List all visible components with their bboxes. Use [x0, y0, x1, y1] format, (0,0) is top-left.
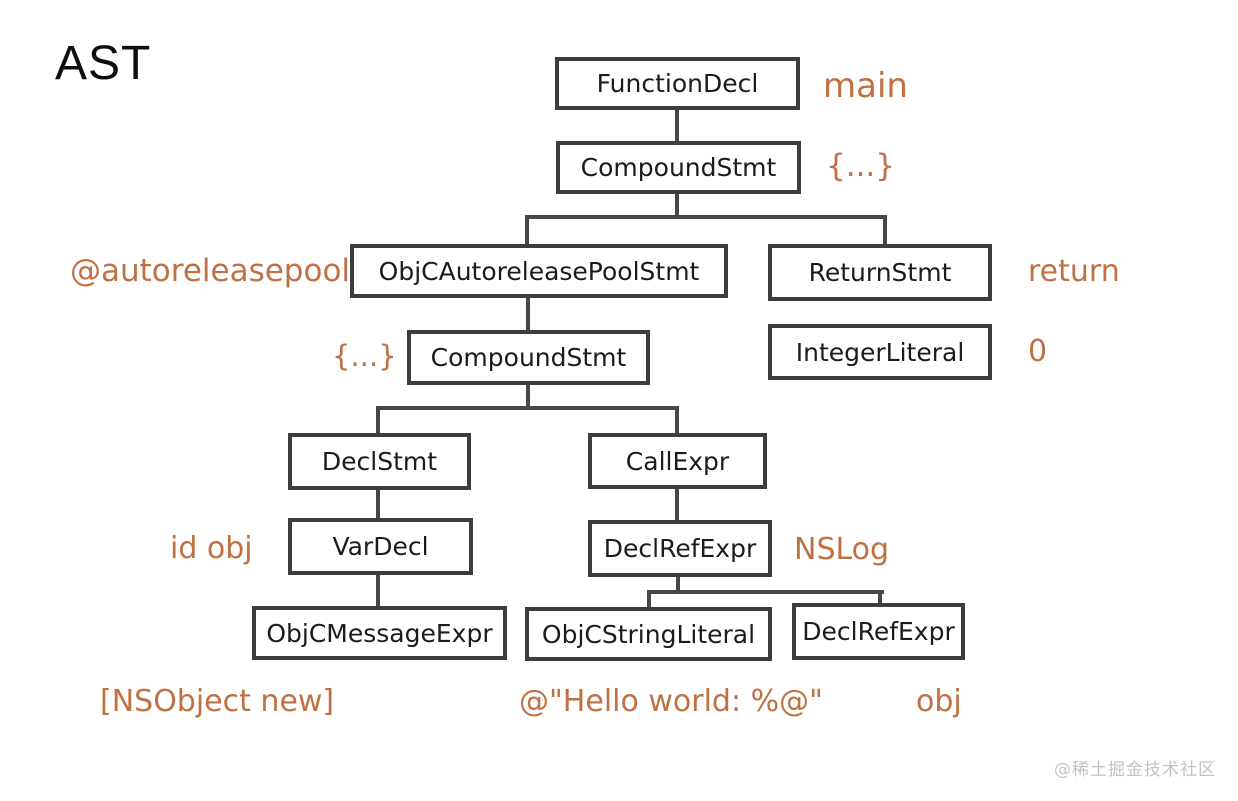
node-integer-literal: IntegerLiteral — [768, 324, 992, 380]
annotation-hello-world: @"Hello world: %@" — [519, 684, 823, 719]
connector-line — [376, 406, 679, 410]
annotation-braces-outer: {...} — [826, 148, 896, 184]
node-compound-stmt-inner: CompoundStmt — [407, 330, 650, 385]
node-function-decl: FunctionDecl — [555, 57, 800, 110]
annotation-obj: obj — [916, 684, 962, 719]
node-return-stmt: ReturnStmt — [768, 244, 992, 301]
connector-line — [675, 487, 679, 522]
annotation-nslog: NSLog — [794, 532, 890, 567]
connector-line — [376, 488, 380, 520]
node-compound-stmt-outer: CompoundStmt — [556, 141, 801, 194]
node-decl-ref-expr-obj: DeclRefExpr — [792, 603, 965, 660]
node-objc-string-literal: ObjCStringLiteral — [525, 607, 772, 661]
node-objc-autoreleasepool-stmt: ObjCAutoreleasePoolStmt — [350, 244, 728, 298]
watermark: @稀土掘金技术社区 — [1054, 760, 1216, 780]
annotation-return: return — [1028, 254, 1120, 289]
node-decl-ref-expr-nslog: DeclRefExpr — [588, 520, 772, 577]
diagram-title: AST — [55, 37, 152, 90]
connector-line — [376, 406, 380, 435]
annotation-braces-inner: {...} — [332, 339, 397, 373]
connector-line — [675, 192, 679, 219]
node-var-decl: VarDecl — [288, 518, 473, 575]
connector-line — [675, 406, 679, 435]
connector-line — [675, 110, 679, 143]
connector-line — [376, 573, 380, 608]
node-call-expr: CallExpr — [588, 433, 767, 489]
connector-line — [526, 383, 530, 410]
connector-line — [526, 296, 530, 332]
connector-line — [883, 215, 887, 246]
node-decl-stmt: DeclStmt — [288, 433, 471, 490]
node-objc-message-expr: ObjCMessageExpr — [252, 606, 507, 660]
annotation-id-obj: id obj — [170, 531, 253, 566]
annotation-autoreleasepool: @autoreleasepool — [70, 253, 351, 289]
annotation-main: main — [823, 66, 908, 106]
connector-line — [647, 590, 884, 594]
connector-line — [676, 575, 680, 594]
connector-line — [647, 590, 651, 610]
connector-line — [525, 215, 887, 219]
connector-line — [525, 215, 529, 246]
annotation-zero: 0 — [1028, 334, 1048, 369]
annotation-nsobject-new: [NSObject new] — [100, 684, 335, 719]
connector-line — [878, 590, 882, 607]
